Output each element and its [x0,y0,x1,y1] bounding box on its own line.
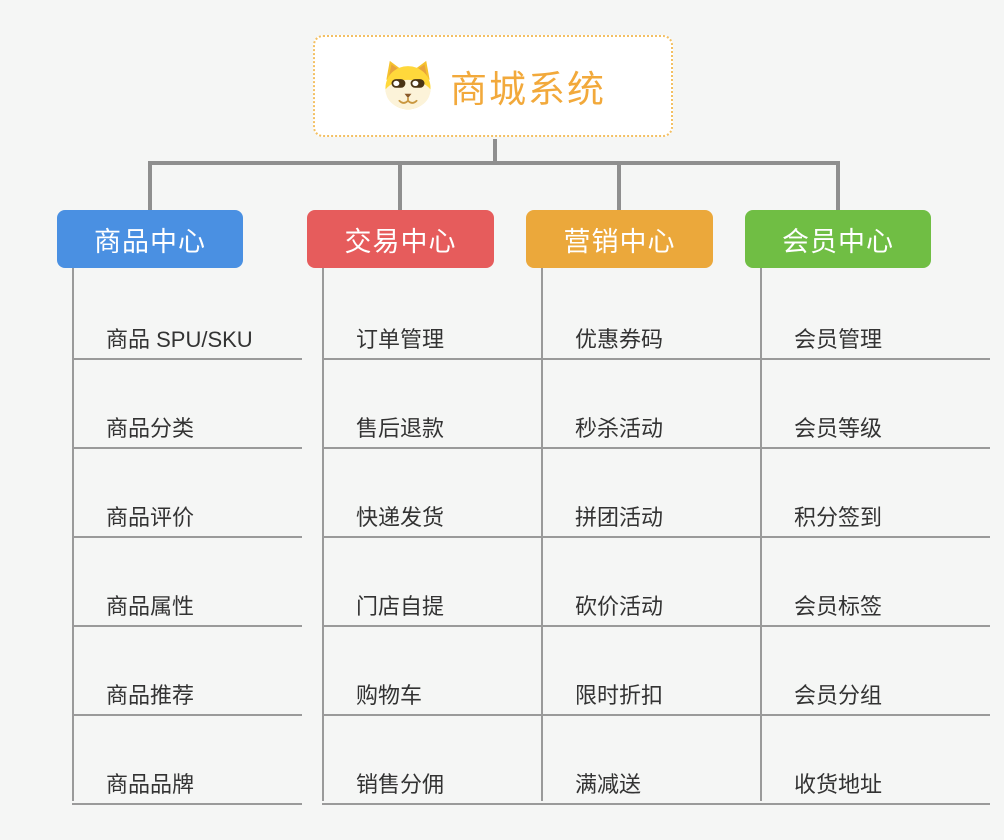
trunk-product [72,268,74,801]
leaf-points-checkin[interactable]: 积分签到 [760,490,990,538]
leaf-bargain-activity[interactable]: 砍价活动 [541,579,771,627]
leaf-limited-time-discount[interactable]: 限时折扣 [541,668,771,716]
leaf-product-brand[interactable]: 商品品牌 [72,757,302,805]
branch-product-center[interactable]: 商品中心 [57,210,243,268]
leaf-coupon-code[interactable]: 优惠券码 [541,312,771,360]
connector-root-stem [493,139,497,163]
leaf-spend-and-save[interactable]: 满减送 [541,757,771,805]
leaf-member-management[interactable]: 会员管理 [760,312,990,360]
leaf-shipping-address[interactable]: 收货地址 [760,757,990,805]
leaf-group-buy[interactable]: 拼团活动 [541,490,771,538]
connector-drop-marketing [617,161,621,210]
leaf-product-recommend[interactable]: 商品推荐 [72,668,302,716]
branch-trade-center[interactable]: 交易中心 [307,210,494,268]
dog-icon [380,60,436,112]
connector-horizontal-bar [148,161,840,165]
leaf-store-pickup[interactable]: 门店自提 [322,579,552,627]
leaf-member-level[interactable]: 会员等级 [760,401,990,449]
trunk-member [760,268,762,801]
leaf-member-tag[interactable]: 会员标签 [760,579,990,627]
leaf-express-delivery[interactable]: 快递发货 [322,490,552,538]
trunk-marketing [541,268,543,801]
trunk-trade [322,268,324,801]
leaf-member-group[interactable]: 会员分组 [760,668,990,716]
leaf-shopping-cart[interactable]: 购物车 [322,668,552,716]
leaf-aftersale-refund[interactable]: 售后退款 [322,401,552,449]
leaf-flash-sale[interactable]: 秒杀活动 [541,401,771,449]
root-title: 商城系统 [450,69,606,110]
leaf-order-management[interactable]: 订单管理 [322,312,552,360]
leaf-product-category[interactable]: 商品分类 [72,401,302,449]
leaf-product-review[interactable]: 商品评价 [72,490,302,538]
connector-drop-product [148,161,152,210]
root-node-mall-system[interactable]: 商城系统 [313,35,673,137]
leaf-sales-commission[interactable]: 销售分佣 [322,757,552,805]
leaf-product-spu-sku[interactable]: 商品 SPU/SKU [72,312,302,360]
branch-member-center[interactable]: 会员中心 [745,210,931,268]
connector-drop-trade [398,161,402,210]
leaf-product-attribute[interactable]: 商品属性 [72,579,302,627]
connector-drop-member [836,161,840,210]
branch-marketing-center[interactable]: 营销中心 [526,210,713,268]
